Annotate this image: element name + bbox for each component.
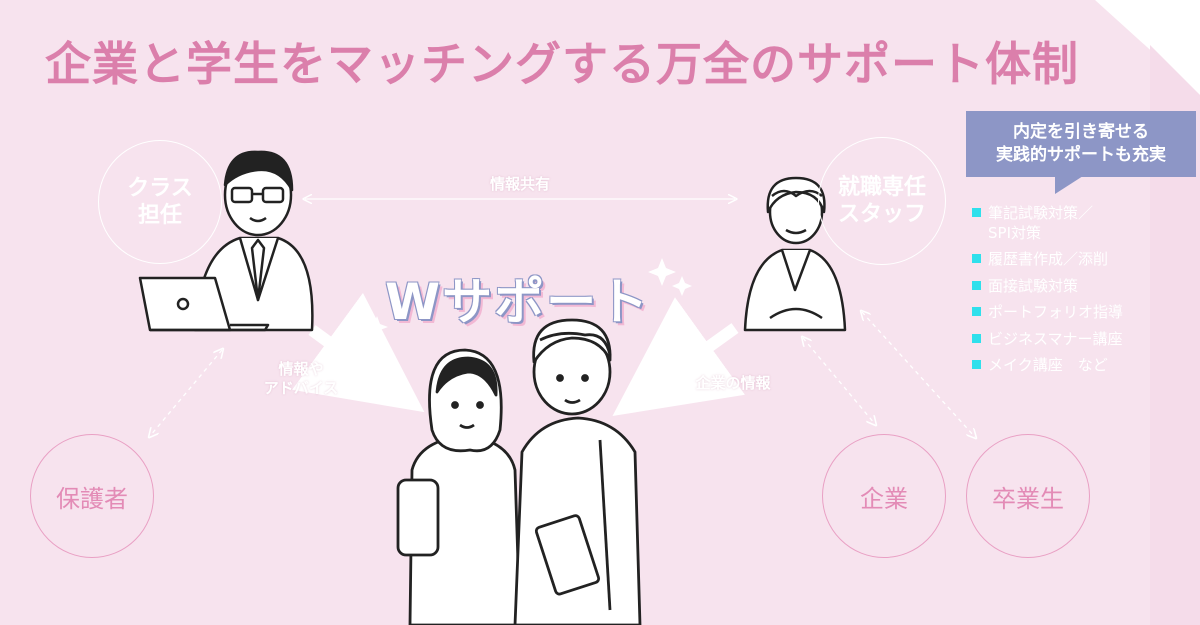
support-item: メイク講座 など: [972, 356, 1123, 376]
background-side-panel: [1150, 45, 1200, 625]
students-illustration: [396, 318, 642, 625]
teacher-illustration: [138, 150, 314, 332]
callout-tail: [1055, 176, 1083, 194]
bullet-square-icon: [972, 333, 981, 343]
company-info-arrow: [612, 297, 745, 417]
callout-box: 内定を引き寄せる 実践的サポートも充実: [966, 111, 1196, 177]
bullet-square-icon: [972, 360, 981, 369]
staff-illustration: [743, 176, 847, 332]
center-label-w-support: Wサポート: [385, 273, 651, 331]
support-item: ポートフォリオ指導: [972, 303, 1123, 323]
edge-label-info-sharing: 情報共有: [489, 175, 550, 193]
support-item: 筆記試験対策／ SPI対策: [972, 204, 1123, 243]
bullet-square-icon: [972, 280, 981, 290]
guardian-link: [150, 350, 222, 436]
node-company: 企業: [822, 434, 946, 558]
sparkle-icons: [366, 258, 692, 338]
bullet-square-icon: [972, 307, 981, 316]
node-career-staff: 就職専任 スタッフ: [818, 137, 946, 265]
advice-arrow: [292, 292, 425, 413]
support-item: ビジネスマナー講座: [972, 330, 1123, 350]
support-item: 面接試験対策: [972, 277, 1123, 297]
support-list: 筆記試験対策／ SPI対策 履歴書作成／添削 面接試験対策 ポートフォリオ指導 …: [972, 204, 1123, 383]
bullet-square-icon: [972, 254, 981, 263]
node-homeroom-teacher: クラス 担任: [98, 140, 222, 264]
support-item: 履歴書作成／添削: [972, 250, 1123, 270]
page-title: 企業と学生をマッチングする万全のサポート体制: [45, 37, 1079, 91]
node-graduate: 卒業生: [966, 434, 1090, 558]
edge-label-info-advice: 情報や アドバイス: [263, 360, 339, 397]
node-guardian: 保護者: [30, 434, 154, 558]
company-link: [803, 338, 875, 424]
edge-label-company-info: 企業の情報: [695, 374, 771, 392]
bullet-square-icon: [972, 208, 981, 217]
